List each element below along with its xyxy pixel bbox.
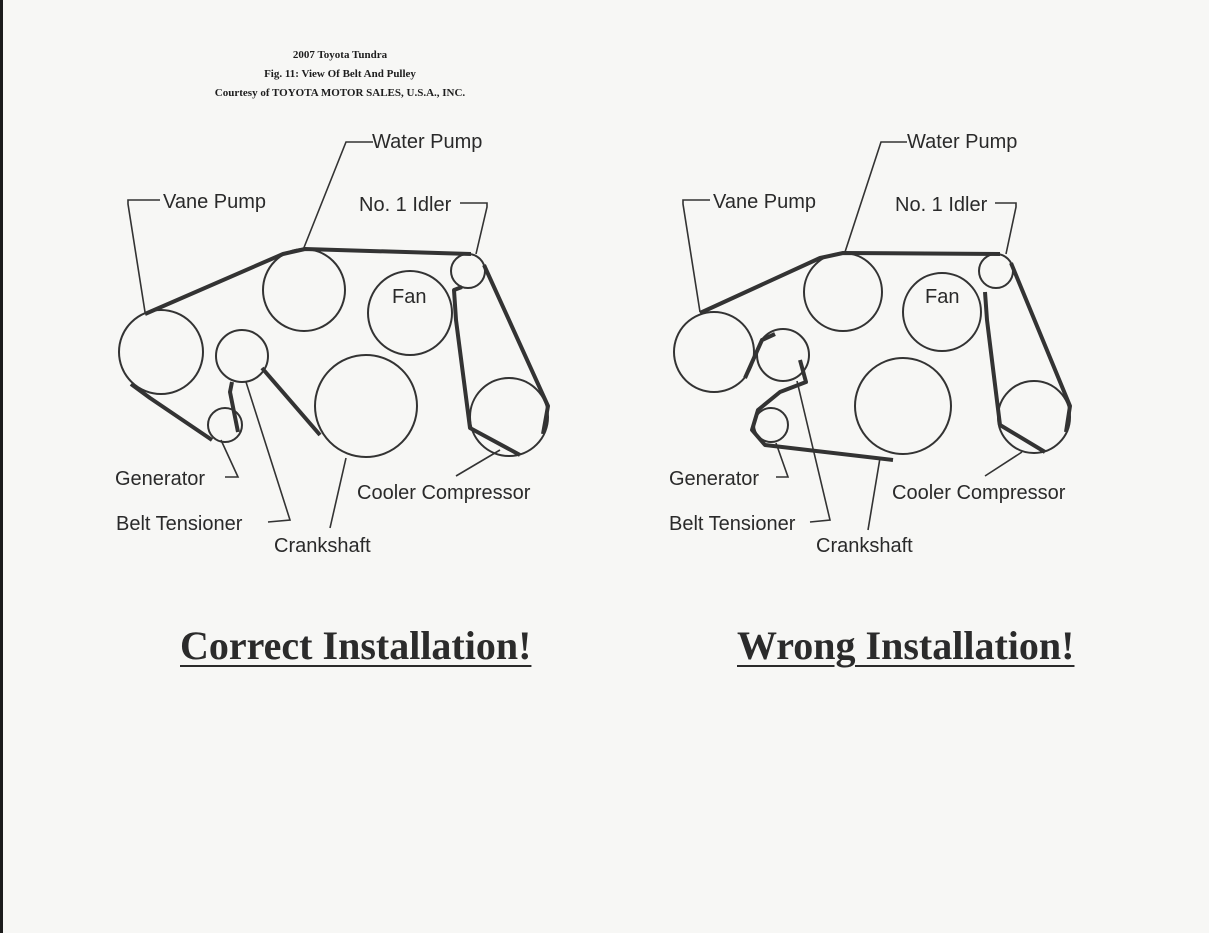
correct-label-idler: No. 1 Idler [359,194,452,216]
scan-edge-line [0,0,3,933]
correct-leader-lines [127,141,501,529]
correct-water-pump-pulley [262,248,346,332]
wrong-fan-pulley [902,272,982,352]
wrong-belt [699,251,1072,462]
wrong-label-belt-tensioner: Belt Tensioner [669,513,796,535]
correct-fan-pulley [367,270,453,356]
wrong-diagram [673,141,1072,531]
wrong-vane-pump-pulley [673,311,755,393]
wrong-label-crankshaft: Crankshaft [816,535,913,557]
correct-diagram [118,141,550,529]
wrong-installation-heading: Wrong Installation! [737,623,1075,668]
correct-installation-heading: Correct Installation! [180,623,532,668]
correct-idler-pulley [450,253,486,289]
correct-label-vane-pump: Vane Pump [163,191,267,213]
wrong-label-water-pump: Water Pump [907,131,1018,153]
correct-compressor-pulley [469,377,549,457]
correct-label-fan: Fan [392,286,427,308]
wrong-compressor-pulley [997,380,1071,454]
wrong-label-idler: No. 1 Idler [895,194,988,216]
wrong-label-generator: Generator [669,468,760,490]
wrong-label-vane-pump: Vane Pump [713,191,817,213]
caption-figure: Fig. 11: View Of Belt And Pulley [264,68,416,80]
correct-generator-pulley [207,407,243,443]
correct-label-water-pump: Water Pump [372,131,483,153]
correct-crankshaft-pulley [314,354,418,458]
caption-credit: Courtesy of TOYOTA MOTOR SALES, U.S.A., … [214,87,466,99]
correct-label-generator: Generator [115,468,206,490]
correct-tensioner-pulley [215,329,269,383]
caption-vehicle: 2007 Toyota Tundra [292,49,388,61]
correct-label-cooler-compressor: Cooler Compressor [357,482,531,504]
wrong-label-cooler-compressor: Cooler Compressor [892,482,1066,504]
figure-caption: 2007 Toyota Tundra Fig. 11: View Of Belt… [160,46,520,103]
wrong-crankshaft-pulley [854,357,952,455]
wrong-idler-pulley [978,253,1014,289]
wrong-leader-lines [682,141,1023,531]
correct-belt [129,247,550,457]
correct-label-belt-tensioner: Belt Tensioner [116,513,243,535]
wrong-label-fan: Fan [925,286,960,308]
correct-vane-pump-pulley [118,309,204,395]
wrong-water-pump-pulley [803,252,883,332]
correct-label-crankshaft: Crankshaft [274,535,371,557]
